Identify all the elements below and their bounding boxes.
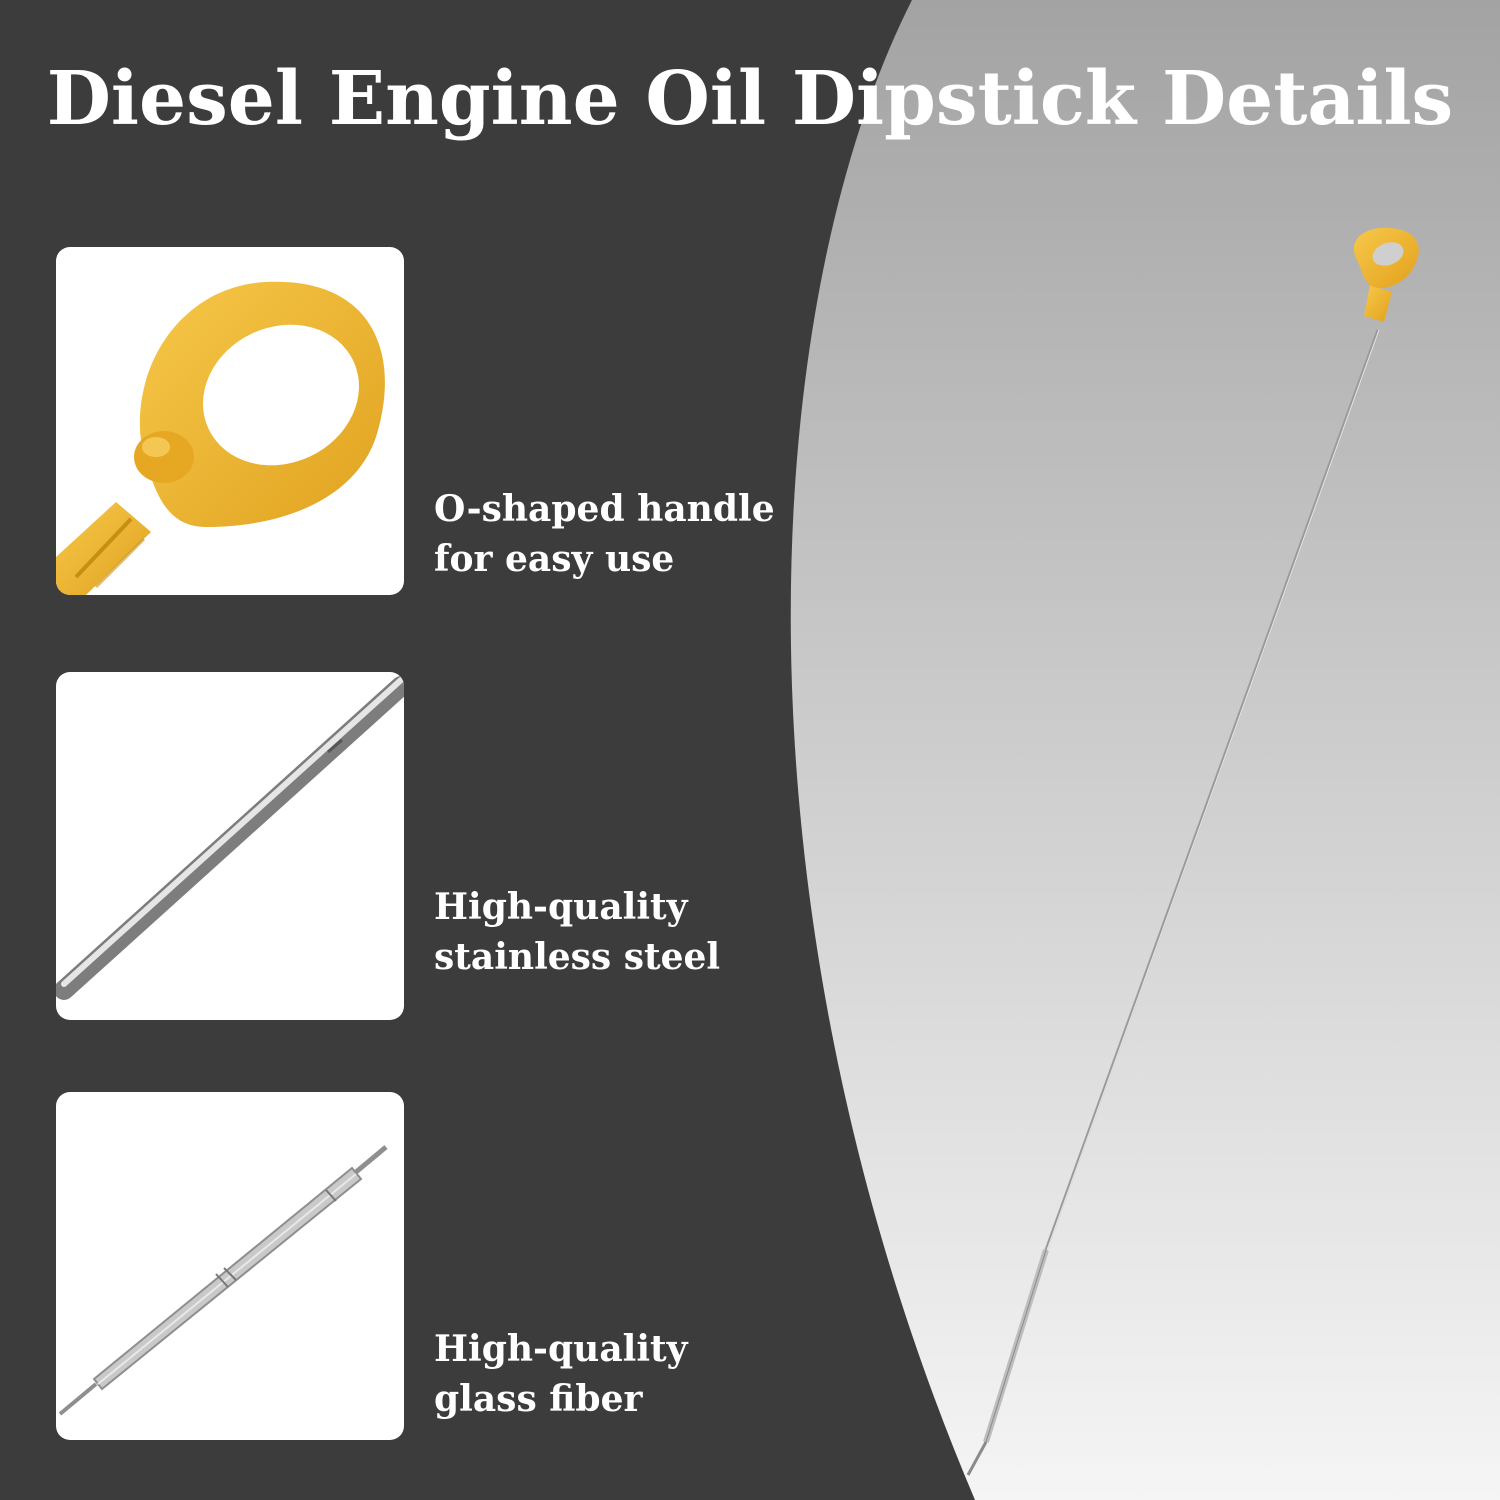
feature-card-fiber	[56, 1092, 404, 1440]
steel-rod-closeup-icon	[56, 676, 404, 1000]
feature-caption-line: stainless steel	[434, 936, 721, 978]
page-title: Diesel Engine Oil Dipstick Details	[46, 56, 1454, 142]
feature-caption-handle: O-shaped handle for easy use	[434, 484, 775, 584]
feature-caption-line: High-quality	[434, 886, 688, 928]
feature-caption-line: High-quality	[434, 1328, 688, 1370]
feature-card-handle	[56, 247, 404, 595]
feature-card-steel	[56, 672, 404, 1020]
feature-caption-line: for easy use	[434, 538, 675, 580]
feature-caption-line: O-shaped handle	[434, 488, 775, 530]
feature-caption-line: glass fiber	[434, 1378, 643, 1420]
glass-fiber-tip-closeup-icon	[58, 1145, 388, 1416]
feature-caption-fiber: High-quality glass fiber	[434, 1324, 688, 1424]
o-handle-closeup-icon	[56, 281, 385, 595]
feature-caption-steel: High-quality stainless steel	[434, 882, 720, 982]
